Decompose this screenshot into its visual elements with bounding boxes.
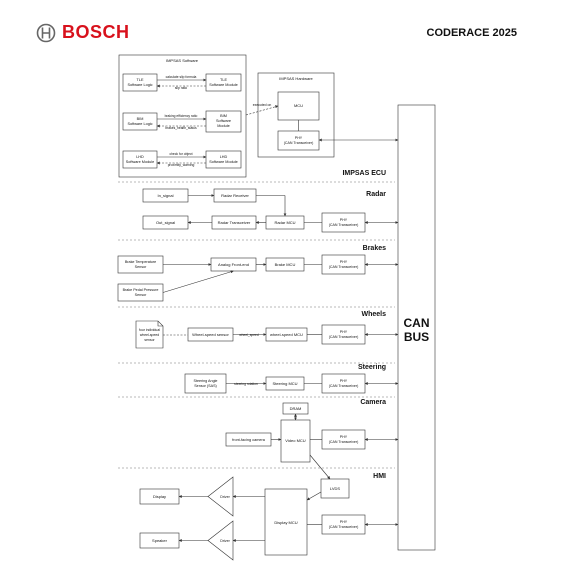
radar-transceiver-label: Radar Transceiver: [218, 220, 251, 225]
wheels-title: Wheels: [361, 311, 386, 318]
camera-phy-label-1: PHY: [340, 435, 348, 439]
lhd-right-label-2: Software Module: [209, 160, 238, 164]
bim-module-box: [205, 110, 242, 133]
radar-phy-label-2: (CAN Transceiver): [329, 223, 359, 227]
executed-on-label: executed on: [253, 103, 272, 107]
ecu-title: IMPSAS ECU: [342, 170, 386, 177]
camera-phy-label-2: (CAN Transceiver): [329, 440, 359, 444]
lhd-msg-2: proximity_warning: [168, 163, 195, 167]
tle-module-box: [205, 73, 242, 92]
steering-msg: steering rotation: [234, 382, 258, 386]
steering-mcu-label: Steering MCU: [272, 381, 297, 386]
wheels-note-line-2: wheel-speed: [140, 333, 159, 337]
tle-msg-1: calculate slip formula: [166, 75, 197, 79]
tle-msg-2: slip ratio: [175, 86, 187, 90]
bim-logic-label-1: BIM: [137, 117, 144, 121]
bim-msg-1: braking efficiency ratio: [165, 114, 198, 118]
wheel-phy-label-1: PHY: [340, 330, 348, 334]
impsas-software-title: IMPSAS Software: [166, 58, 199, 63]
bosch-armature-icon: [36, 23, 56, 42]
display-label: Display: [153, 494, 166, 499]
wheel-speed-msg: wheel_speed: [239, 333, 259, 337]
brakes-title: Brakes: [363, 245, 386, 252]
brake-mcu-label: Brake MCU: [275, 262, 296, 267]
lhd-right-label-1: LHD: [220, 155, 228, 159]
tle-module-label-1: TLE: [220, 78, 227, 82]
brand-header: BOSCH: [36, 22, 130, 43]
bim-logic-label-2: Software Logic: [127, 122, 152, 126]
wheels-note-line-3: sensor: [144, 338, 155, 342]
wheel-speed-mcu-label: wheel-speed MCU: [270, 332, 303, 337]
hmi-phy-label-1: PHY: [340, 520, 348, 524]
lvds-box: [320, 478, 350, 499]
display-mcu-box: [264, 488, 308, 556]
bim-logic-box: [122, 112, 158, 131]
hmi-phy-label-2: (CAN Transceiver): [329, 525, 359, 529]
radar-in-signal-label: In_signal: [157, 193, 173, 198]
lvds-label: LVDS: [330, 486, 340, 491]
bim-module-label-2: Software: [216, 119, 231, 123]
video-mcu-box: [280, 419, 311, 463]
steering-title: Steering: [358, 364, 386, 371]
ecu-phy-label-1: PHY: [295, 136, 303, 140]
front-camera-label: front-facing camera: [232, 438, 266, 442]
display-mcu-label: Display MCU: [274, 520, 297, 525]
brake-phy-label-1: PHY: [340, 260, 348, 264]
camera-title: Camera: [360, 399, 386, 406]
brake-pedal-label-1: Brake Pedal Pressure: [123, 288, 159, 292]
wheels-note: [135, 320, 164, 349]
steering-phy-label-1: PHY: [340, 379, 348, 383]
steering-phy-label-2: (CAN Transceiver): [329, 384, 359, 388]
lhd-left-label-2: Software Module: [126, 160, 155, 164]
brand-name: BOSCH: [62, 22, 130, 42]
tle-module-label-2: Software Module: [209, 83, 238, 87]
radar-receiver-label: Radar Receiver: [221, 193, 249, 198]
ecu-mcu-label: MCU: [294, 103, 303, 108]
can-bus-box: [397, 104, 436, 551]
radar-title: Radar: [366, 191, 386, 198]
bim-msg-2: brakes_health_status: [165, 126, 197, 130]
tle-logic-box: [122, 73, 158, 92]
brake-temp-label-2: Sensor: [135, 265, 147, 269]
hmi-title: HMI: [373, 473, 386, 480]
bim-module-label-1: BIM: [220, 114, 227, 118]
brake-phy-label-2: (CAN Transceiver): [329, 265, 359, 269]
impsas-hardware-title: IMPSAS Hardware: [279, 76, 313, 81]
radar-phy-label-1: PHY: [340, 218, 348, 222]
lhd-module-left-box: [122, 150, 158, 169]
radar-mcu-label: Radar MCU: [274, 220, 295, 225]
brake-pedal-label-2: Sensor: [135, 293, 147, 297]
lhd-module-right-box: [205, 150, 242, 169]
event-title: CODERACE 2025: [426, 27, 517, 39]
video-mcu-label: Video MCU: [285, 438, 305, 443]
sas-label-2: Sensor (SAS): [194, 384, 217, 388]
lhd-msg-1: check for object: [169, 152, 192, 156]
analog-frontend-label: Analog Front-end: [218, 262, 249, 267]
can-bus-label-1: CAN: [404, 316, 430, 330]
ecu-phy-label-2: (CAN Transceiver): [284, 141, 314, 145]
tle-logic-label-2: Software Logic: [127, 83, 152, 87]
wheels-note-line-1: four individual: [139, 328, 160, 332]
sas-label-1: Steering Angle: [194, 379, 218, 383]
driver-bottom-label: Driver: [220, 539, 230, 543]
speaker-label: Speaker: [152, 538, 168, 543]
tle-logic-label-1: TLE: [137, 78, 144, 82]
lhd-left-label-1: LHD: [136, 155, 144, 159]
dram-label: DRAM: [290, 406, 302, 411]
wheel-phy-label-2: (CAN Transceiver): [329, 335, 359, 339]
driver-top-label: Driver: [220, 495, 230, 499]
bim-module-label-3: Module: [217, 124, 229, 128]
can-bus-label-2: BUS: [404, 330, 429, 344]
brake-temp-label-1: Brake Temperature: [125, 260, 156, 264]
wheel-speed-sensor-label: Wheel-speed sensor: [192, 332, 229, 337]
radar-out-signal-label: Out_signal: [156, 220, 175, 225]
